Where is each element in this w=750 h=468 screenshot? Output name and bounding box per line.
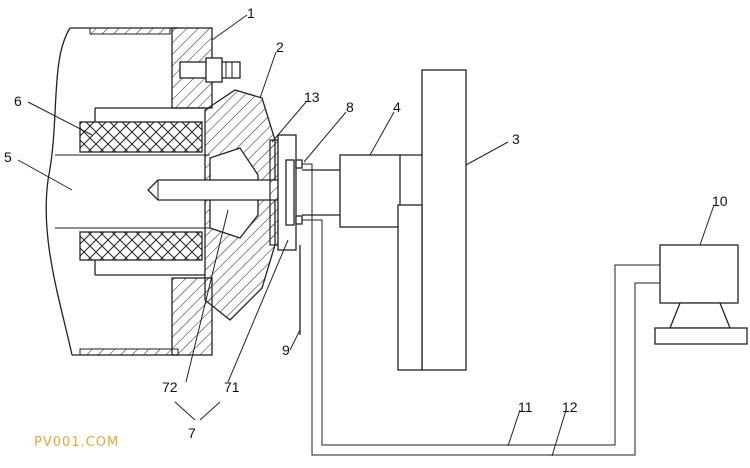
label-1: 1 [247,5,255,21]
label-8: 8 [346,99,354,115]
watermark-text: PV001.COM [34,435,119,450]
label-10: 10 [712,193,728,209]
label-7: 7 [188,425,196,441]
label-5: 5 [4,149,12,165]
label-4: 4 [393,99,401,115]
label-12: 12 [562,399,578,415]
label-9: 9 [282,342,290,358]
probe-rod [147,179,291,201]
motor-block [339,154,401,228]
label-6: 6 [14,93,22,109]
label-2: 2 [276,39,284,55]
label-3: 3 [512,131,520,147]
sensor-elements [295,159,303,225]
end-cap [204,89,276,321]
sensor-disc [269,134,297,251]
label-72: 72 [162,379,178,395]
signal-cables [302,163,660,456]
leader-lines [17,14,715,457]
frame-column [397,69,467,371]
label-71: 71 [224,379,240,395]
label-11: 11 [518,399,533,415]
computer [654,244,748,345]
coupling-shaft [302,169,340,216]
bearing-sleeve [79,107,205,276]
label-13: 13 [304,89,320,105]
